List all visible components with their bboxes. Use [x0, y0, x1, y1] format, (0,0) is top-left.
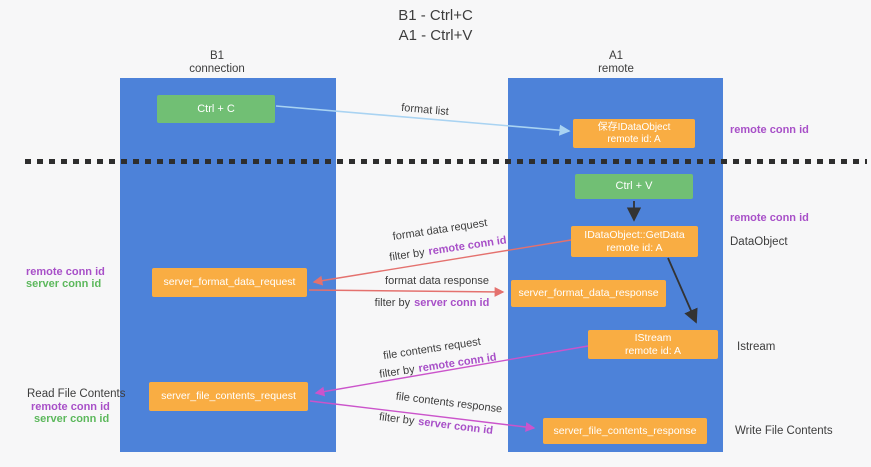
server-format-data-response-label: server_format_data_response — [518, 287, 659, 299]
label-format-list: format list — [400, 101, 450, 119]
lane-header-a1: A1 remote — [598, 50, 634, 76]
ctrl-v-label: Ctrl + V — [615, 180, 653, 192]
lane-a1-subtitle: remote — [598, 63, 634, 75]
server-format-data-request-label: server_format_data_request — [163, 276, 296, 288]
filter-by-text: filter by — [378, 363, 416, 381]
save-idataobject-line1: 保存IDataObject — [597, 121, 671, 133]
right-istream-label: Istream — [737, 341, 776, 353]
label-format-data-response: format data response — [385, 275, 489, 287]
right-write-file-contents-label: Write File Contents — [735, 425, 833, 437]
node-server-file-contents-response: server_file_contents_response — [543, 418, 707, 444]
server-conn-id-text: server conn id — [417, 415, 494, 437]
istream-line2: remote id: A — [624, 344, 682, 357]
right-dataobject-label: DataObject — [730, 236, 788, 248]
lane-b1-title: B1 — [209, 50, 225, 62]
title-line-1: B1 - Ctrl+C — [398, 7, 473, 24]
title-line-2: A1 - Ctrl+V — [398, 27, 473, 44]
getdata-line1: IDataObject::GetData — [584, 228, 685, 241]
lane-b1-subtitle: connection — [189, 63, 245, 75]
arrow-format-data-response — [308, 287, 505, 297]
left-remote-conn-id-bottom: remote conn id — [31, 401, 110, 413]
server-file-contents-response-label: server_file_contents_response — [553, 424, 697, 437]
istream-line1: IStream — [634, 331, 672, 344]
filter-by-text: filter by — [388, 246, 426, 264]
node-istream: IStream remote id: A — [588, 330, 718, 359]
left-read-file-contents-label: Read File Contents — [27, 388, 126, 400]
session-divider-dashed-line — [25, 159, 867, 164]
filter-by-text: filter by — [374, 297, 411, 309]
server-file-contents-request-label: server_file_contents_request — [161, 390, 296, 402]
node-ctrl-v: Ctrl + V — [575, 174, 693, 199]
node-idataobject-getdata: IDataObject::GetData remote id: A — [571, 226, 698, 257]
ctrl-c-label: Ctrl + C — [197, 102, 235, 115]
node-server-format-data-response: server_format_data_response — [511, 280, 666, 307]
node-ctrl-c: Ctrl + C — [157, 95, 275, 123]
node-server-file-contents-request: server_file_contents_request — [149, 382, 308, 411]
diagram-title: B1 - Ctrl+C A1 - Ctrl+V — [0, 6, 871, 46]
left-server-conn-id-top: server conn id — [26, 278, 102, 290]
server-conn-id-text: server conn id — [414, 297, 490, 309]
lane-a1-title: A1 — [608, 50, 624, 62]
getdata-line2: remote id: A — [606, 241, 663, 254]
filter-by-text: filter by — [378, 411, 416, 428]
left-server-conn-id-bottom: server conn id — [34, 413, 110, 425]
right-remote-conn-id-top: remote conn id — [730, 124, 809, 136]
node-save-idataobject: 保存IDataObject remote id: A — [573, 119, 695, 148]
left-remote-conn-id-top: remote conn id — [26, 266, 105, 278]
right-remote-conn-id-mid: remote conn id — [730, 212, 809, 224]
remote-conn-id-text: remote conn id — [427, 234, 508, 258]
save-idataobject-line2: remote id: A — [607, 133, 661, 145]
node-server-format-data-request: server_format_data_request — [152, 268, 307, 297]
label-file-contents-response: file contents response — [395, 390, 503, 416]
lane-header-b1: B1 connection — [189, 50, 245, 76]
